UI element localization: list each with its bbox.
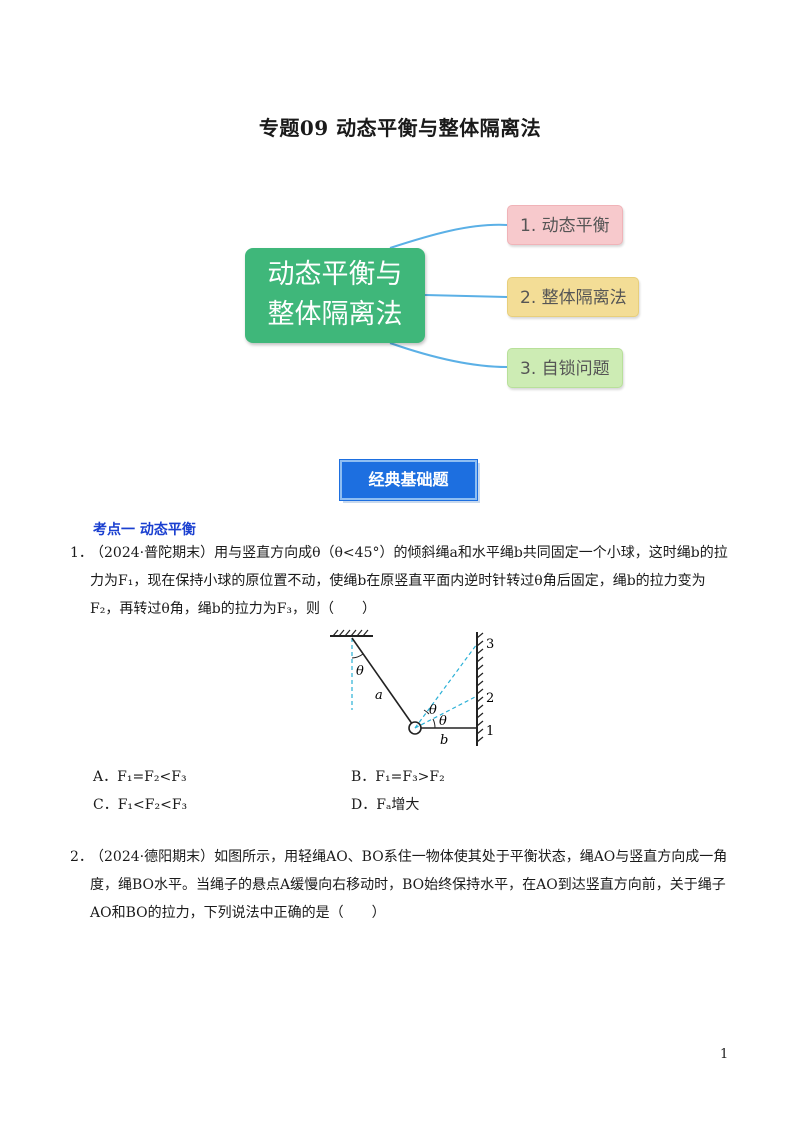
question-number: 2．: [70, 849, 93, 865]
option-text: F₁=F₃>F₂: [375, 769, 445, 785]
figure-label-rope-a: a: [375, 688, 383, 703]
question-1: 1． （2024·普陀期末）用与竖直方向成θ（θ<45°）的倾斜绳a和水平绳b共…: [70, 539, 730, 623]
figure-label-theta-top: θ: [356, 664, 364, 679]
page-number: 1: [720, 1047, 729, 1062]
option-key: C．: [93, 797, 118, 813]
mind-map-node-dynamic-balance: 1. 动态平衡: [507, 205, 623, 245]
option-d[interactable]: D．Fₐ增大: [351, 794, 419, 814]
option-b[interactable]: B．F₁=F₃>F₂: [351, 766, 445, 786]
question-text: （2024·德阳期末）如图所示，用轻绳AO、BO系住一物体使其处于平衡状态，绳A…: [90, 849, 728, 921]
question-text: （2024·普陀期末）用与竖直方向成θ（θ<45°）的倾斜绳a和水平绳b共同固定…: [90, 545, 728, 617]
option-text: F₁=F₂<F₃: [117, 769, 187, 785]
mind-map-node-self-locking: 3. 自锁问题: [507, 348, 623, 388]
question-number: 1．: [70, 545, 93, 561]
mind-map: 动态平衡与 整体隔离法 1. 动态平衡 2. 整体隔离法 3. 自锁问题: [240, 195, 640, 395]
mind-map-node-whole-isolation: 2. 整体隔离法: [507, 277, 639, 317]
mind-map-center-line2: 整体隔离法: [267, 299, 403, 330]
figure-label-point-3: 3: [486, 637, 494, 652]
mind-map-center-node: 动态平衡与 整体隔离法: [245, 248, 425, 343]
question-2: 2． （2024·德阳期末）如图所示，用轻绳AO、BO系住一物体使其处于平衡状态…: [70, 843, 730, 927]
option-text: Fₐ增大: [376, 797, 420, 813]
option-text: F₁<F₂<F₃: [117, 797, 188, 813]
physics-figure: θ a θ θ b 1 2 3: [330, 629, 494, 748]
figure-label-point-2: 2: [486, 691, 494, 706]
page-title: 专题09 动态平衡与整体隔离法: [258, 116, 542, 140]
figure-label-theta-1: θ: [439, 714, 447, 729]
figure-label-rope-b: b: [440, 733, 448, 748]
option-key: B．: [351, 769, 376, 785]
option-key: D．: [351, 797, 377, 813]
option-a[interactable]: A．F₁=F₂<F₃: [93, 766, 187, 786]
option-key: A．: [93, 769, 118, 785]
mind-map-connectors: [389, 223, 508, 368]
section-heading: 考点一 动态平衡: [93, 522, 196, 538]
figure-label-point-1: 1: [486, 724, 494, 739]
section-banner: 经典基础题: [339, 459, 478, 501]
mind-map-center-line1: 动态平衡与: [267, 259, 403, 290]
option-c[interactable]: C．F₁<F₂<F₃: [93, 794, 187, 814]
figure-label-theta-2: θ: [429, 703, 437, 718]
